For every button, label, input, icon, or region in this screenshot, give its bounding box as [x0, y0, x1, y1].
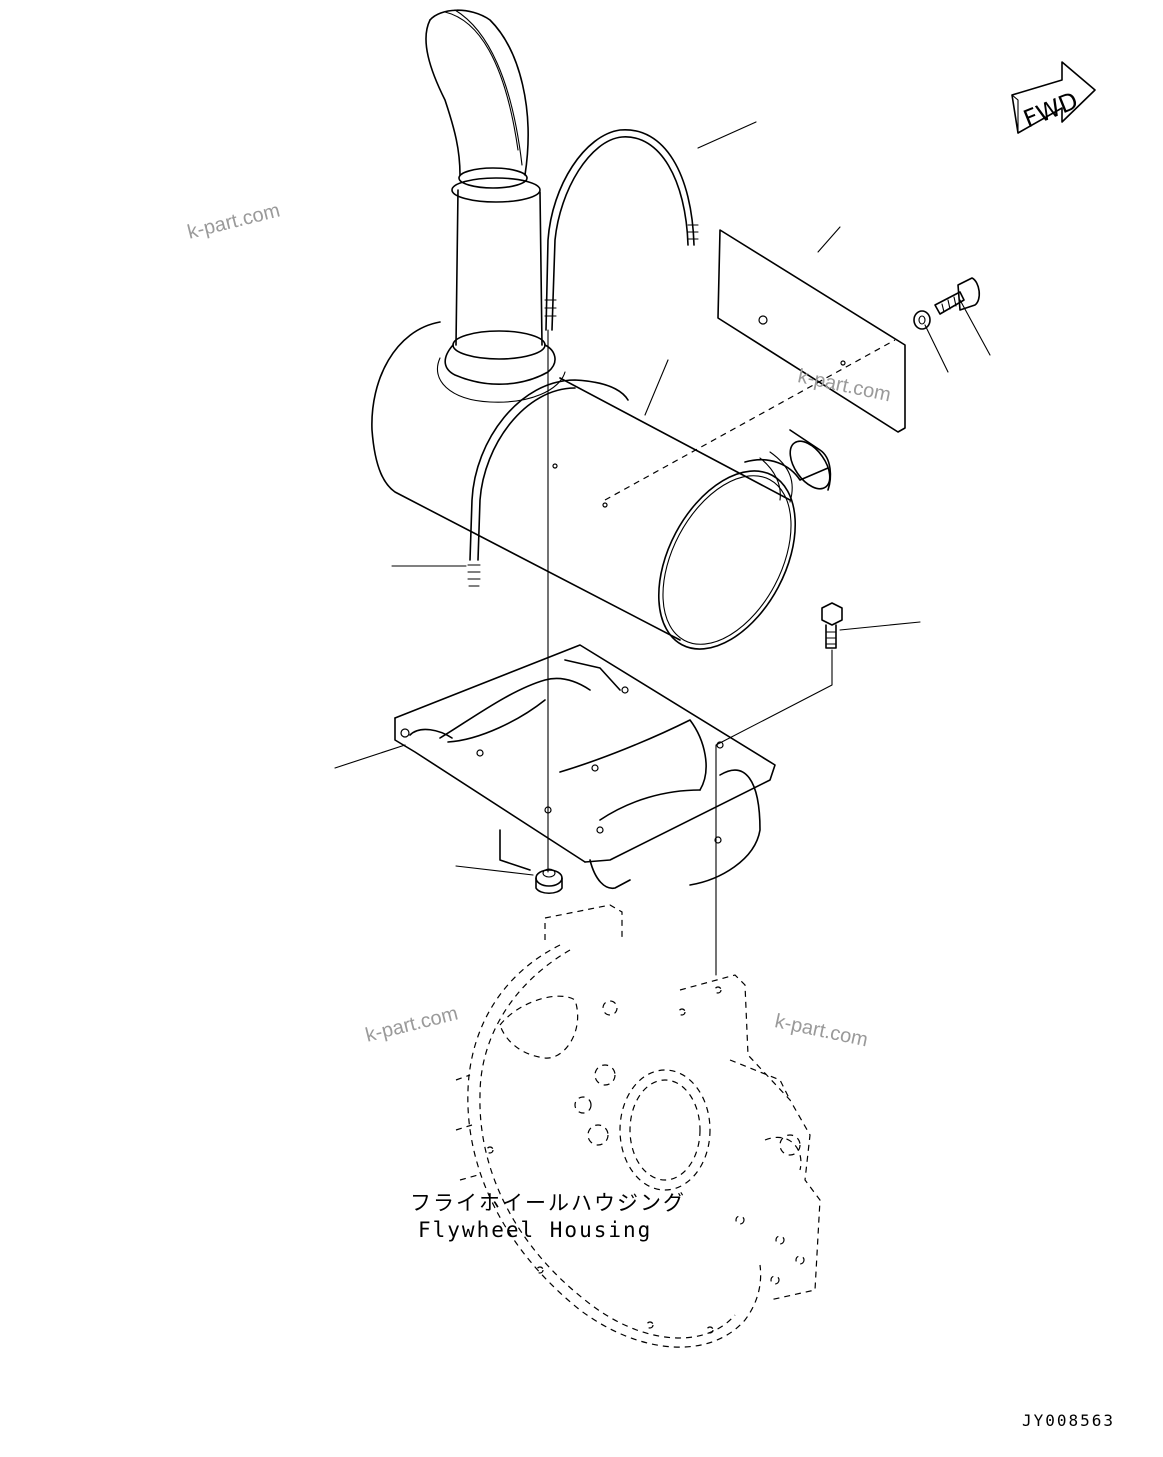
leader-lines	[334, 121, 991, 876]
drawing-code: JY008563	[1022, 1411, 1116, 1430]
assembly-lines	[547, 329, 896, 976]
u-bolt-clamp	[467, 379, 629, 587]
heat-shield-plate	[717, 229, 906, 433]
bracket	[394, 644, 776, 889]
fwd-label: FWD	[1020, 86, 1082, 133]
callout-label-english: Flywheel Housing	[418, 1218, 653, 1242]
flywheel-housing	[455, 904, 821, 1348]
u-bolt-clamp-upper	[544, 129, 699, 331]
callout-label-japanese: フライホイールハウジング	[410, 1191, 686, 1215]
flange-bolt	[821, 602, 843, 649]
muffler	[371, 321, 832, 650]
washer	[913, 310, 931, 330]
exhaust-stack	[425, 9, 566, 403]
fwd-arrow-icon: FWD	[1011, 61, 1096, 134]
flange-nut	[535, 868, 563, 895]
flange-bolt-upper	[934, 277, 981, 315]
